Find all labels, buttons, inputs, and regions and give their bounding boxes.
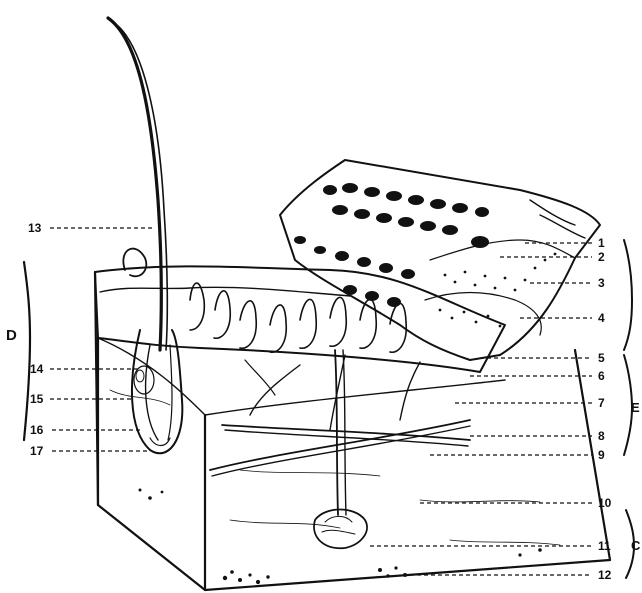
callout-labels: 1 2 3 4 5 6 7 8 9 10 11 12 13 14 15 16 1… — [28, 221, 612, 582]
callout-2: 2 — [598, 250, 605, 264]
region-label-e: E — [631, 400, 640, 415]
sweat-gland — [314, 350, 367, 548]
callout-16: 16 — [30, 423, 44, 437]
callout-10: 10 — [598, 496, 612, 510]
brace-d — [24, 262, 30, 440]
callout-14: 14 — [30, 362, 44, 376]
callout-8: 8 — [598, 429, 605, 443]
pores — [294, 183, 489, 307]
callout-15: 15 — [30, 392, 44, 406]
hair-shaft — [108, 18, 167, 350]
callout-13: 13 — [28, 221, 42, 235]
callout-5: 5 — [598, 351, 605, 365]
region-label-c: C — [631, 538, 641, 553]
callout-11: 11 — [598, 539, 611, 553]
callout-7: 7 — [598, 396, 605, 410]
callout-12: 12 — [598, 568, 612, 582]
callout-6: 6 — [598, 369, 605, 383]
hair-follicle — [123, 249, 182, 454]
callout-17: 17 — [30, 444, 44, 458]
region-labels: D E C — [6, 327, 641, 553]
callout-1: 1 — [598, 236, 605, 250]
skin-block — [95, 266, 610, 590]
vessels-nerves — [210, 355, 470, 476]
region-label-d: D — [6, 327, 17, 344]
callout-3: 3 — [598, 276, 605, 290]
epidermis-flap — [280, 160, 600, 360]
callout-4: 4 — [598, 311, 605, 325]
callout-9: 9 — [598, 448, 605, 462]
brace-top-right — [624, 240, 632, 350]
